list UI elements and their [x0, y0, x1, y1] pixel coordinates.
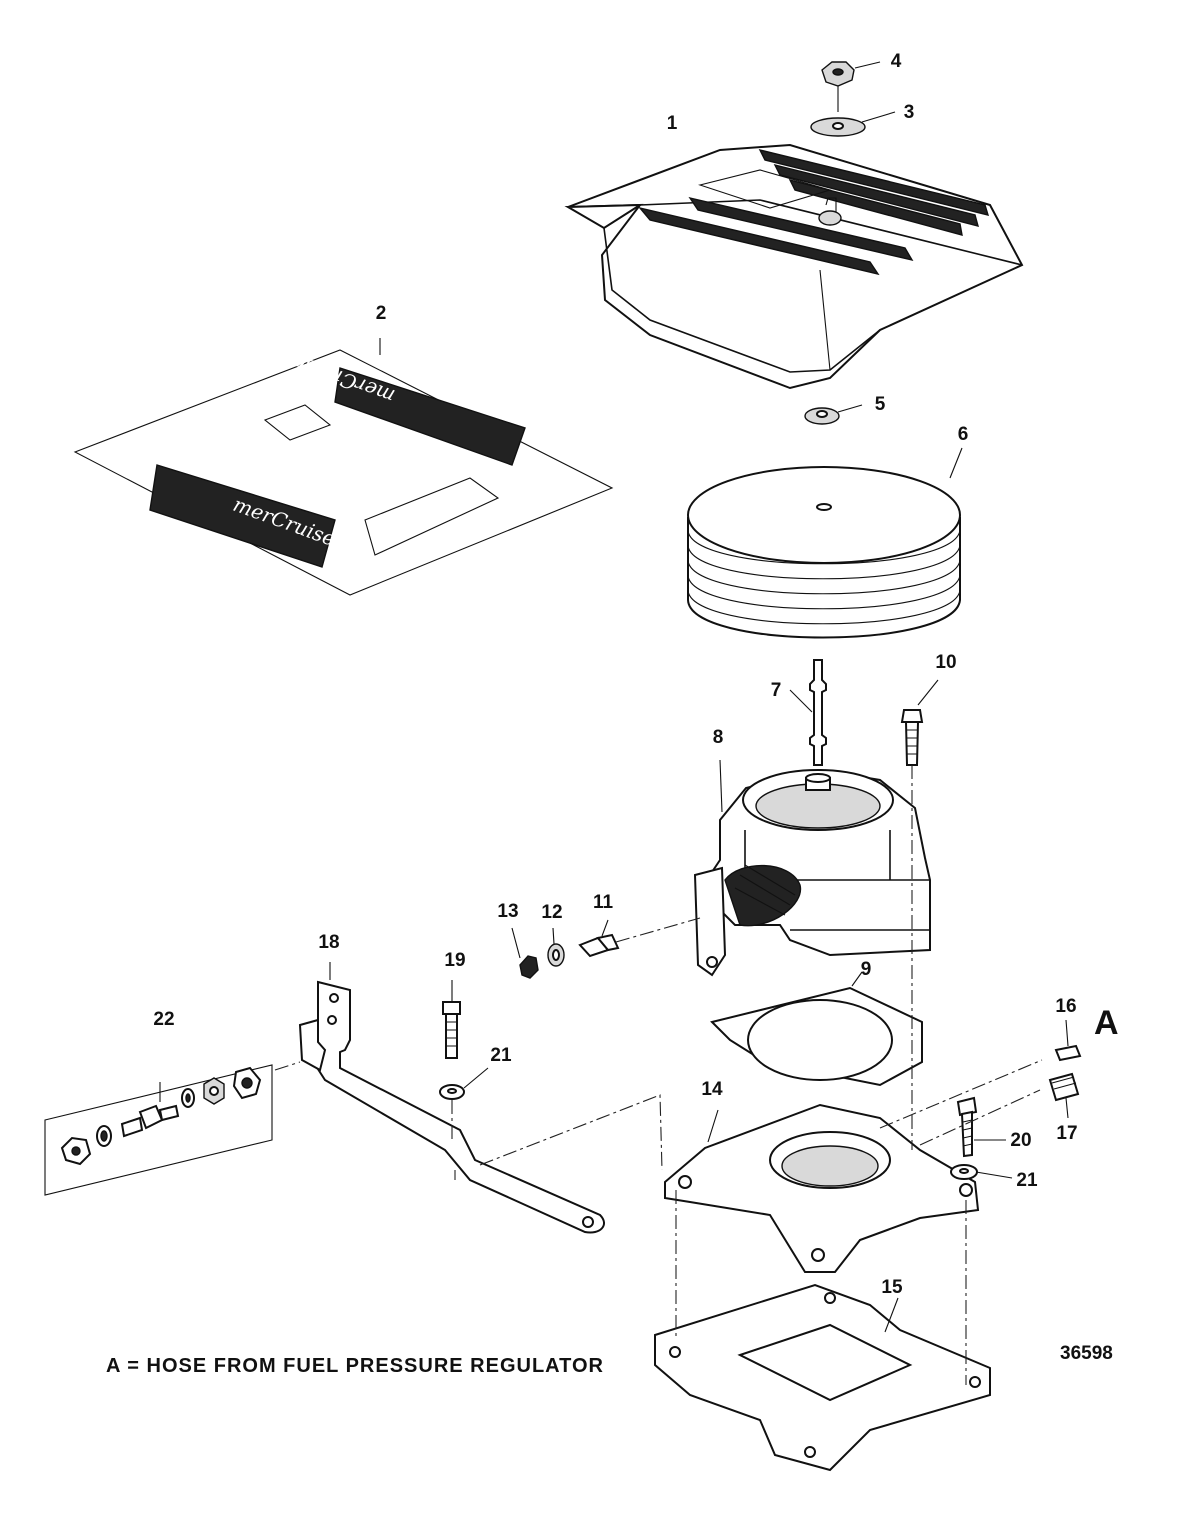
fitting-16: [1054, 1019, 1082, 1062]
adapter-plate: [664, 1103, 980, 1273]
callout-1: 1: [666, 113, 678, 134]
callout-22: 22: [153, 1009, 175, 1030]
callout-7: 7: [770, 680, 782, 701]
callout-5: 5: [874, 394, 886, 415]
callout-13: 13: [497, 901, 519, 922]
callout-10: 10: [935, 652, 957, 673]
callout-19: 19: [444, 950, 466, 971]
caption-hose-note: A = HOSE FROM FUEL PRESSURE REGULATOR: [106, 1355, 604, 1377]
callout-20: 20: [1010, 1130, 1032, 1151]
callout-8: 8: [712, 727, 724, 748]
callout-9: 9: [860, 959, 872, 980]
callout-15: 15: [881, 1277, 903, 1298]
figure-number: 36598: [1060, 1343, 1113, 1364]
throttle-body-gasket: [710, 971, 923, 1087]
assembly-lines: [274, 765, 1043, 1385]
washer-21-left: [439, 1067, 489, 1100]
flame-arrestor: [687, 447, 963, 639]
bolt-19: [442, 980, 461, 1059]
callout-11: 11: [592, 892, 614, 913]
base-gasket: [654, 1283, 991, 1472]
flame-arrestor-cover: [564, 143, 1024, 390]
callout-4: 4: [890, 51, 902, 72]
marker-a: A: [1094, 1004, 1119, 1042]
nut: [821, 61, 881, 112]
stud: [789, 659, 827, 766]
callout-6: 6: [957, 424, 969, 445]
callout-17: 17: [1056, 1123, 1078, 1144]
callout-18: 18: [318, 932, 340, 953]
callout-2: 2: [375, 303, 387, 324]
decal-sheet: merCruiser merCruiser: [73, 338, 614, 596]
bolt-20: [956, 1096, 1006, 1158]
washer-21-right: [950, 1164, 1013, 1180]
callout-21-right: 21: [1016, 1170, 1038, 1191]
callout-16: 16: [1055, 996, 1077, 1017]
washer: [810, 111, 896, 137]
callout-21-left: 21: [490, 1045, 512, 1066]
callout-3: 3: [903, 102, 915, 123]
grommet: [804, 404, 863, 425]
fitting-17: [1048, 1072, 1080, 1119]
screw: [900, 679, 939, 766]
callout-12: 12: [541, 902, 563, 923]
callout-14: 14: [701, 1079, 723, 1100]
throttle-bracket: [298, 962, 605, 1234]
fitting-kit-22: [44, 1064, 273, 1196]
throttle-body: [693, 759, 931, 977]
small-fasteners: [511, 917, 701, 979]
